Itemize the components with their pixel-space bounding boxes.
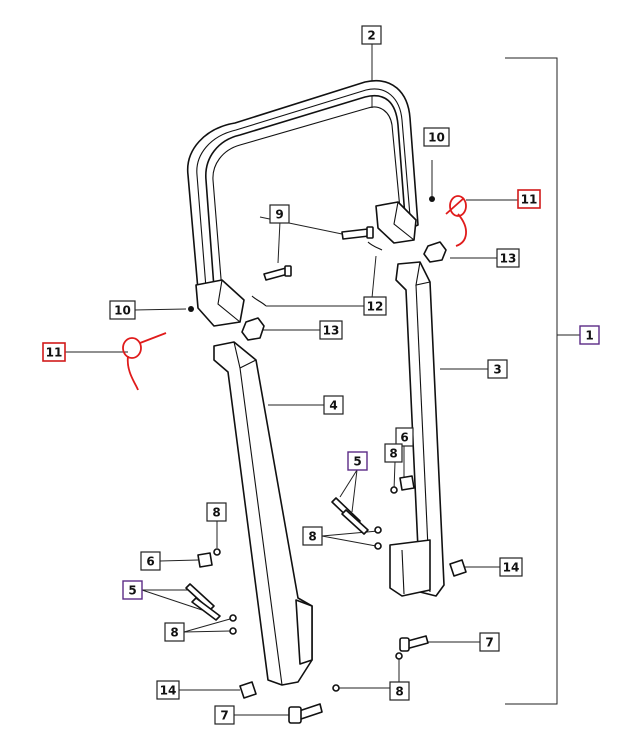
svg-text:14: 14 — [160, 684, 177, 698]
svg-text:11: 11 — [521, 193, 538, 207]
svg-text:1: 1 — [585, 329, 593, 343]
svg-text:7: 7 — [485, 636, 493, 650]
svg-text:8: 8 — [389, 447, 397, 461]
callout-7-right: 7 — [479, 632, 500, 652]
svg-text:10: 10 — [114, 304, 131, 318]
callout-12: 12 — [363, 296, 387, 316]
svg-text:6: 6 — [400, 431, 408, 445]
callout-11-right: 11 — [517, 189, 541, 209]
right-upright — [389, 261, 445, 597]
svg-text:8: 8 — [308, 530, 316, 544]
callout-14-right: 14 — [499, 557, 523, 577]
svg-text:7: 7 — [220, 709, 228, 723]
callout-4: 4 — [323, 395, 344, 415]
svg-text:9: 9 — [275, 208, 283, 222]
callout-7-left: 7 — [214, 705, 235, 725]
callouts: 2 1 10 11 9 13 10 12 13 11 3 4 6 5 8 8 8… — [42, 25, 600, 725]
svg-text:8: 8 — [395, 685, 403, 699]
callout-8-right-lower: 8 — [389, 681, 410, 701]
callout-13-left: 13 — [319, 320, 343, 340]
callout-11-left: 11 — [42, 342, 66, 362]
callout-6-left: 6 — [140, 551, 161, 571]
callout-8-left-lower: 8 — [164, 622, 185, 642]
hardware-bolts — [185, 226, 429, 724]
svg-text:5: 5 — [353, 455, 361, 469]
callout-10-left: 10 — [109, 300, 136, 320]
svg-text:13: 13 — [500, 252, 517, 266]
top-hoop — [186, 79, 419, 327]
callout-13-right: 13 — [496, 248, 520, 268]
parts — [122, 79, 467, 724]
leader-lines — [65, 44, 580, 716]
callout-3: 3 — [487, 359, 508, 379]
svg-text:3: 3 — [493, 363, 501, 377]
svg-text:13: 13 — [323, 324, 340, 338]
left-upright — [213, 341, 313, 686]
callout-6-right: 6 — [395, 427, 414, 447]
callout-8-right-middle: 8 — [302, 526, 323, 546]
callout-1: 1 — [579, 325, 600, 345]
svg-text:8: 8 — [212, 506, 220, 520]
callout-9: 9 — [269, 204, 290, 224]
callout-2: 2 — [361, 25, 382, 45]
callout-5-right: 5 — [347, 451, 368, 471]
callout-14-left: 14 — [156, 680, 180, 700]
callout-5-left: 5 — [122, 580, 143, 600]
svg-text:11: 11 — [46, 346, 63, 360]
svg-text:2: 2 — [367, 29, 375, 43]
svg-text:4: 4 — [329, 399, 337, 413]
callout-8-right-upper: 8 — [384, 443, 403, 463]
svg-text:6: 6 — [146, 555, 154, 569]
svg-text:5: 5 — [128, 584, 136, 598]
svg-text:8: 8 — [170, 626, 178, 640]
hardware-small — [188, 196, 467, 699]
svg-text:14: 14 — [503, 561, 520, 575]
callout-10-right: 10 — [423, 127, 450, 147]
svg-text:10: 10 — [428, 131, 445, 145]
svg-text:12: 12 — [367, 300, 384, 314]
hitch-pins — [122, 195, 467, 391]
callout-8-left-upper: 8 — [206, 502, 227, 522]
